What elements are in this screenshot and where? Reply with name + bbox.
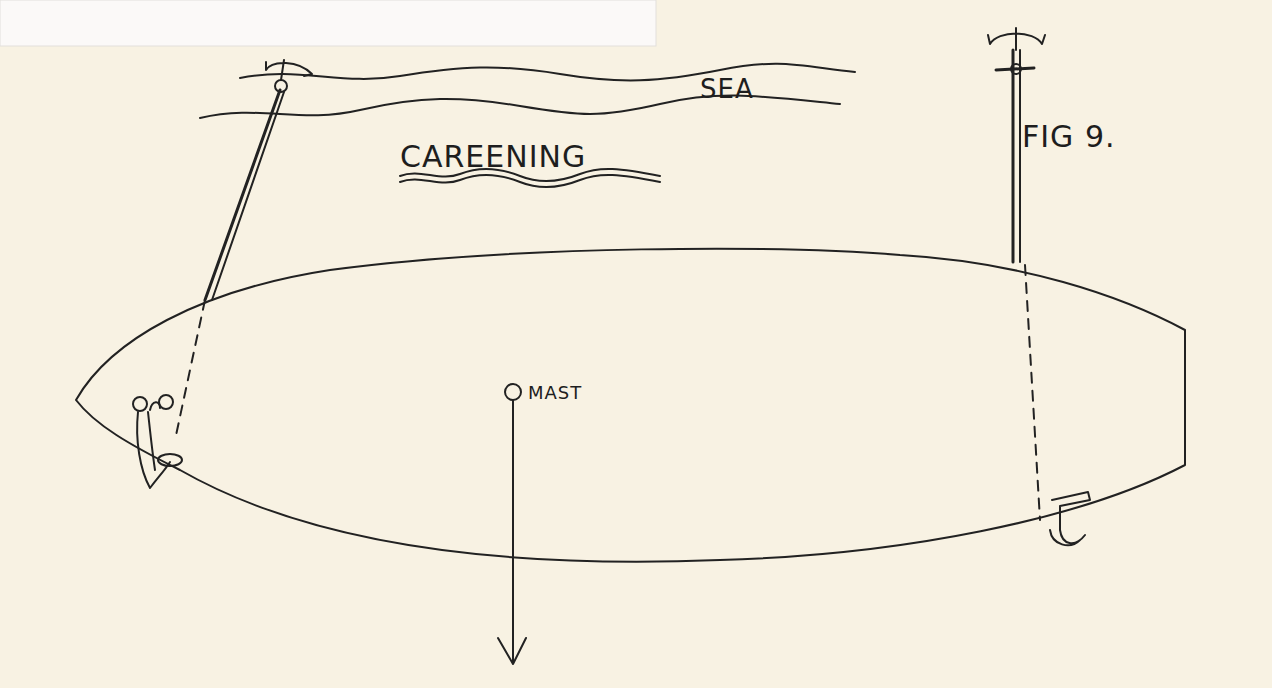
hidden-cable	[175, 300, 205, 440]
sketch-label: CAREENING	[400, 142, 586, 172]
anchor-cable	[1012, 50, 1015, 262]
anchor-ring	[1011, 64, 1021, 74]
anchor-ring	[275, 80, 287, 92]
mast-circle	[505, 384, 521, 400]
anchor-stock	[996, 68, 1034, 70]
anchor-symbol	[988, 28, 1045, 50]
title-underline	[400, 175, 660, 187]
mast-arrow	[512, 400, 514, 662]
hidden-cable	[1025, 265, 1040, 520]
sea-line	[240, 64, 855, 81]
sketch-label: MAST	[528, 384, 582, 402]
paper-patch	[0, 0, 656, 46]
anchor-hook	[1050, 492, 1090, 545]
arrow-head	[498, 638, 526, 664]
grapnel-symbol	[137, 402, 170, 488]
anchor-cable	[1019, 50, 1021, 262]
sketch-label: FIG 9.	[1022, 122, 1116, 152]
anchor-cable	[212, 92, 284, 300]
grapnel-fluke	[133, 397, 147, 411]
sketch-label: SEA	[700, 76, 754, 102]
anchor-symbol	[266, 60, 312, 80]
grapnel-fluke	[159, 395, 173, 409]
anchor-cable	[205, 90, 280, 300]
grapnel-ring	[158, 454, 182, 466]
ship-hull	[76, 249, 1185, 562]
